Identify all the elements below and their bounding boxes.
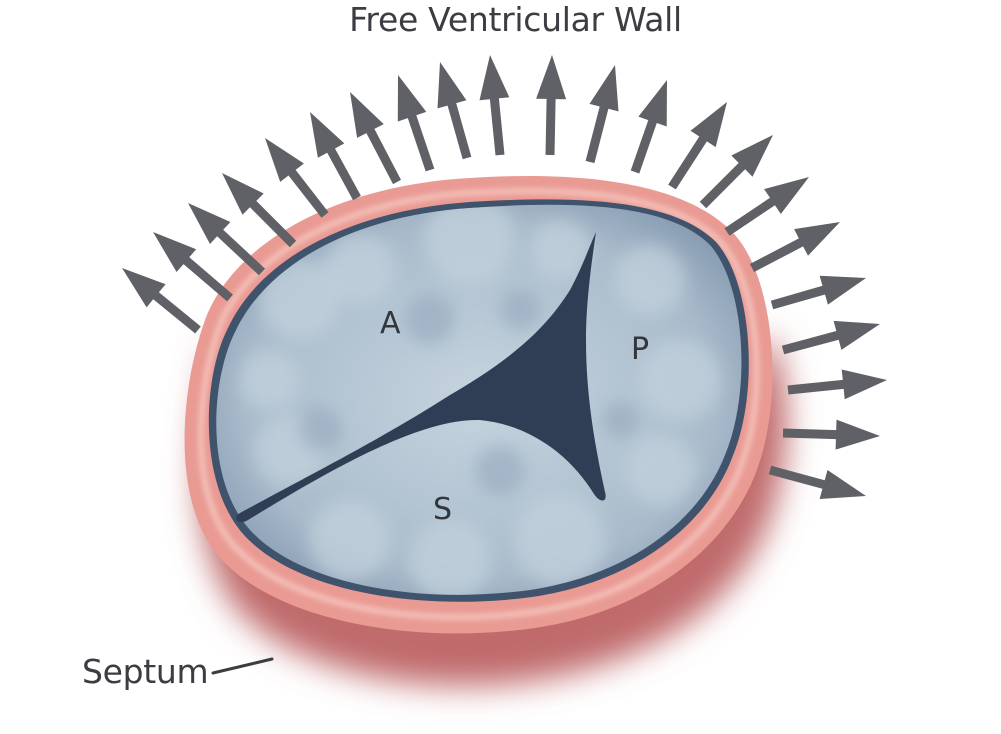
arrow-icon	[768, 465, 866, 499]
leaflet-texture	[325, 235, 395, 305]
arrow-icon	[699, 135, 773, 209]
septum-label: Septum	[82, 652, 209, 691]
arrow-icon	[782, 419, 880, 450]
arrow-icon	[122, 268, 201, 334]
anterior-leaflet-label: A	[380, 306, 401, 341]
arrow-icon	[787, 369, 887, 400]
arrow-icon	[585, 65, 619, 164]
arrow-icon	[397, 75, 435, 172]
arrow-icon	[222, 173, 297, 248]
arrow-icon	[770, 275, 866, 310]
arrow-icon	[668, 102, 727, 190]
wall-motion-arrows	[122, 55, 887, 499]
arrow-icon	[265, 138, 329, 218]
leaflet-texture	[425, 204, 515, 285]
arrow-icon	[749, 222, 840, 272]
arrow-icon	[536, 55, 567, 156]
arrow-icon	[724, 177, 809, 236]
leaflet-texture	[615, 245, 685, 315]
leaflet-texture	[298, 408, 342, 452]
posterior-leaflet-label: P	[631, 332, 650, 367]
arrow-icon	[350, 92, 401, 185]
leaflet-texture	[405, 295, 455, 345]
arrow-icon	[188, 203, 266, 276]
leaflet-texture	[260, 260, 340, 340]
arrow-icon	[630, 80, 667, 174]
leaflet-texture	[410, 520, 490, 595]
arrow-icon	[781, 320, 880, 355]
arrow-icon	[310, 112, 361, 201]
leaflet-texture	[475, 445, 525, 495]
arrow-icon	[479, 55, 510, 156]
septum-leader-line	[211, 657, 274, 675]
valve-leaflets	[208, 199, 749, 602]
arrow-icon	[153, 232, 233, 302]
leaflet-texture	[240, 350, 300, 410]
coaptation-gap	[236, 232, 606, 523]
arrow-icon	[437, 62, 472, 160]
septal-leaflet-label: S	[433, 492, 453, 527]
leaflet-texture	[515, 495, 605, 585]
leaflet-texture	[530, 220, 590, 280]
leaflet-texture	[602, 402, 638, 438]
leaflet-texture	[625, 435, 695, 505]
leaflet-texture	[310, 500, 390, 580]
figure-title: Free Ventricular Wall	[349, 0, 682, 39]
leaflet-texture	[640, 340, 720, 420]
leaflet-texture	[500, 290, 540, 330]
